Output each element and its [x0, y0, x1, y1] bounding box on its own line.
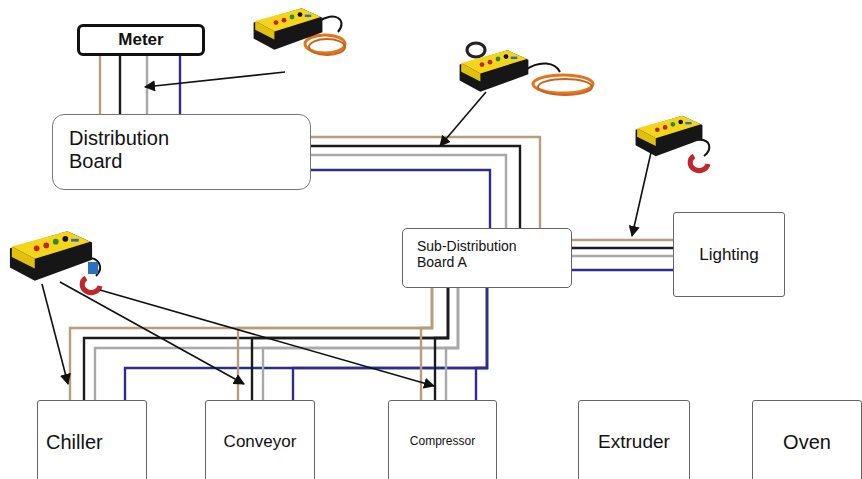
wire [99, 56, 101, 114]
wire [572, 269, 673, 271]
leader-arrow [42, 284, 68, 384]
load-box: Compressor [388, 400, 497, 479]
current-coil [538, 79, 592, 95]
leader-arrow [632, 148, 652, 236]
current-clamp [690, 156, 708, 171]
distribution-board: Distribution Board [52, 114, 311, 190]
data-logger [254, 8, 323, 50]
current-clamp [82, 278, 100, 293]
data-logger [10, 231, 92, 281]
load-box: Extruder [578, 400, 690, 479]
wire [84, 288, 448, 400]
current-coil [309, 39, 345, 55]
wire [252, 288, 448, 400]
wire [572, 255, 673, 257]
wire [311, 137, 540, 228]
cable-bundle [421, 288, 487, 400]
leader-arrow [440, 92, 486, 146]
wire [119, 56, 121, 114]
leader-arrow [100, 290, 434, 386]
probe-cable [525, 63, 560, 72]
wire [311, 155, 506, 228]
wire [125, 288, 487, 400]
wire [476, 288, 487, 400]
wire [572, 247, 673, 249]
node-label: Conveyor [224, 432, 297, 452]
wire [95, 288, 458, 400]
wire [572, 239, 673, 241]
wire [311, 170, 490, 228]
node-label: Oven [783, 431, 831, 454]
leader-arrow [145, 72, 285, 87]
cable-bundle [311, 137, 540, 228]
node-label: Lighting [699, 245, 759, 265]
node-label: Compressor [410, 435, 475, 449]
wire [146, 56, 148, 114]
data-logger [460, 50, 529, 92]
clamp-jaw [88, 262, 98, 274]
sub-distribution-board: Sub-Distribution Board A [402, 228, 572, 288]
node-label: Extruder [598, 431, 670, 453]
cable-bundle [572, 240, 673, 270]
data-logger [636, 116, 703, 156]
wire [238, 288, 432, 400]
node-label: Chiller [46, 431, 103, 454]
leader-arrow [60, 282, 244, 384]
meter-box: Meter [77, 24, 205, 56]
load-box: Conveyor [205, 400, 315, 479]
wire [446, 288, 458, 400]
wire [293, 288, 487, 400]
probe-cable [696, 140, 709, 156]
load-box: Oven [752, 400, 862, 479]
cable-bundle [238, 288, 487, 400]
node-label: Distribution Board [69, 127, 194, 173]
wire [311, 146, 520, 228]
clamp-ring [467, 43, 485, 57]
node-label: Meter [118, 30, 163, 50]
cable-bundle [70, 288, 487, 400]
wire [179, 56, 181, 114]
load-box: Lighting [673, 212, 785, 297]
load-box: Chiller [37, 400, 147, 479]
node-label: Sub-Distribution Board A [417, 238, 539, 270]
